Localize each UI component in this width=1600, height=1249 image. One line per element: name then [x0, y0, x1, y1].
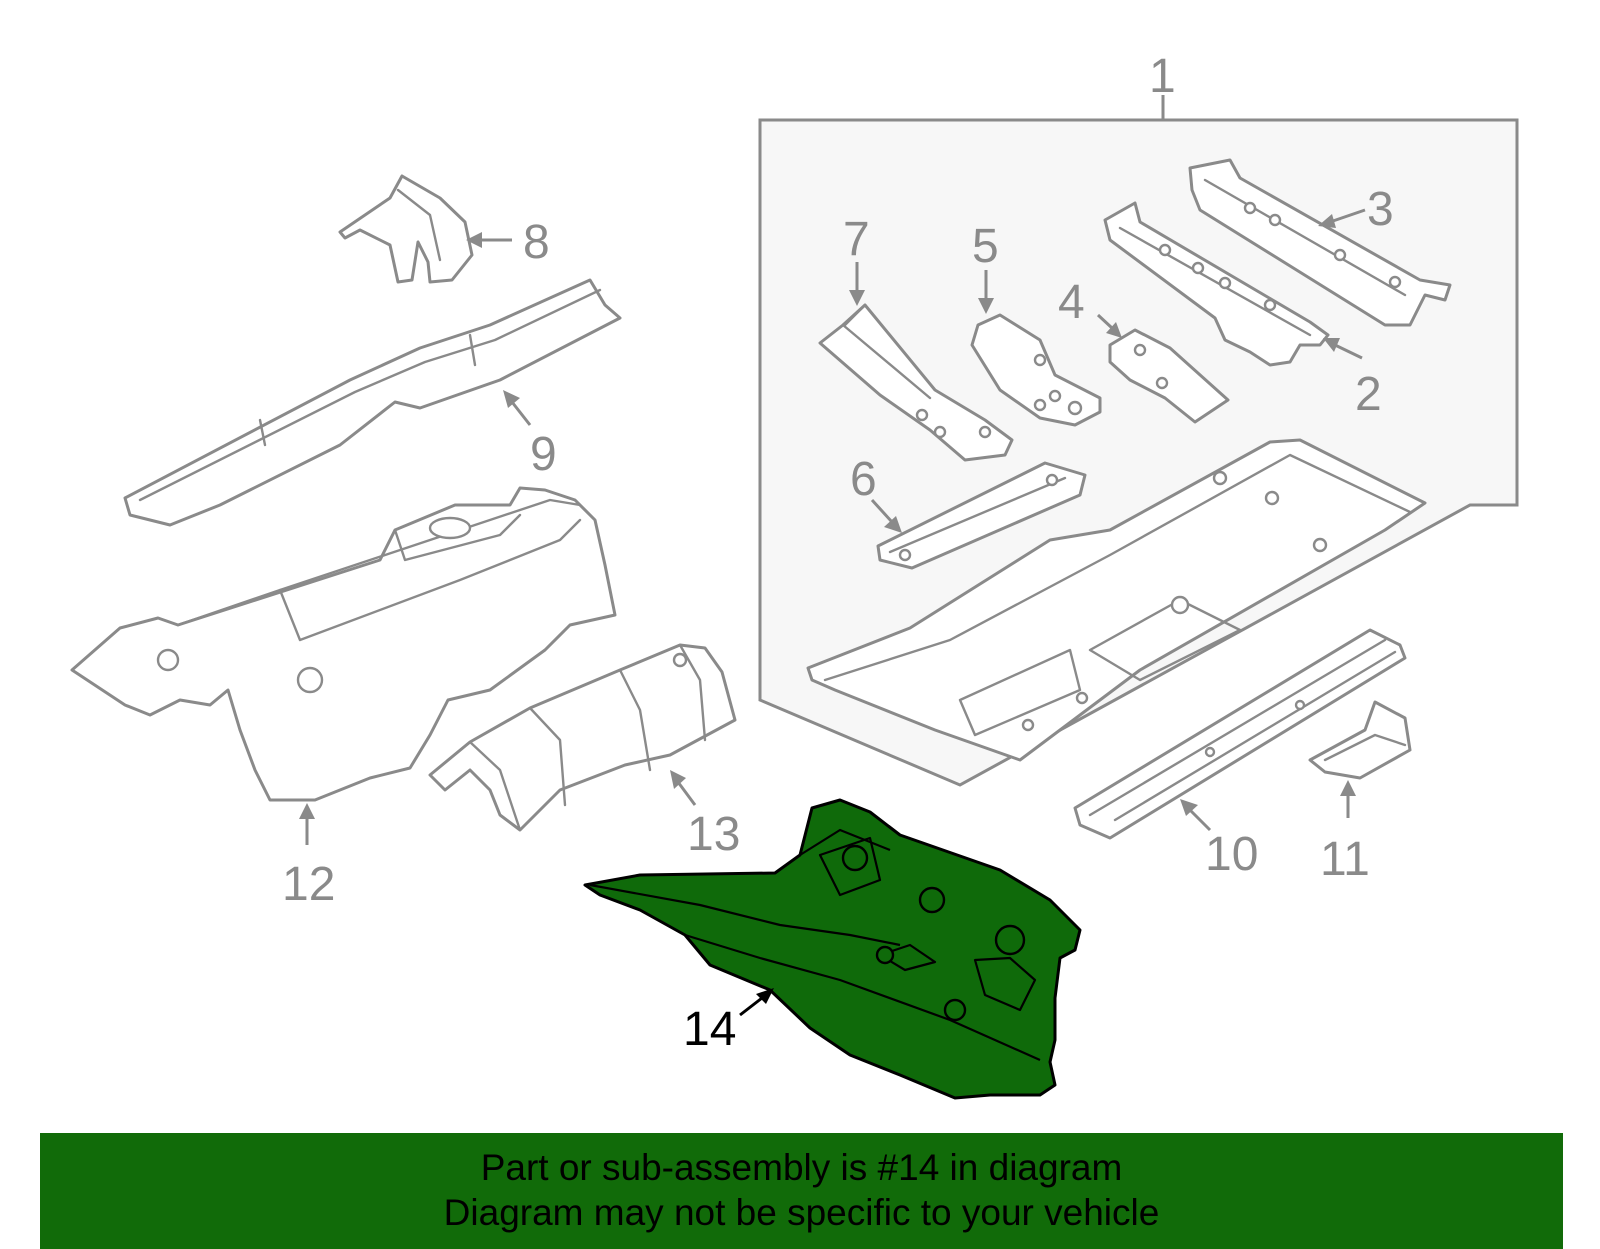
callout-5: 5 — [972, 220, 999, 273]
part-2: 2 — [1103, 201, 1382, 421]
callout-13: 13 — [687, 808, 740, 861]
callout-9: 9 — [530, 428, 557, 481]
part-5: 5 — [970, 220, 1102, 427]
info-banner: Part or sub-assembly is #14 in diagram D… — [40, 1133, 1563, 1249]
part-1-floor-pan — [806, 438, 1427, 762]
callout-1: 1 — [1149, 50, 1176, 103]
part-9: 9 — [123, 278, 622, 527]
part-12: 12 — [70, 486, 617, 911]
callout-4: 4 — [1058, 276, 1085, 329]
part-13: 13 — [428, 643, 740, 861]
part-10: 10 — [1073, 628, 1407, 881]
callout-10: 10 — [1205, 828, 1258, 881]
part-14-highlighted: 14 — [583, 798, 1082, 1100]
part-6: 6 — [850, 453, 1087, 570]
part-4: 4 — [1058, 276, 1230, 424]
banner-line-2: Diagram may not be specific to your vehi… — [443, 1192, 1160, 1233]
part-8: 8 — [338, 174, 550, 284]
callout-3: 3 — [1367, 183, 1394, 236]
part-3: 3 — [1188, 158, 1452, 327]
banner-line-1: Part or sub-assembly is #14 in diagram — [480, 1147, 1123, 1188]
callout-8: 8 — [523, 216, 550, 269]
callout-6: 6 — [850, 453, 877, 506]
callout-7: 7 — [843, 213, 870, 266]
callout-12: 12 — [282, 858, 335, 911]
part-7: 7 — [818, 213, 1014, 462]
part-11: 11 — [1308, 700, 1412, 886]
callout-11: 11 — [1320, 833, 1370, 886]
callout-14: 14 — [683, 1003, 736, 1056]
callout-2: 2 — [1355, 368, 1382, 421]
